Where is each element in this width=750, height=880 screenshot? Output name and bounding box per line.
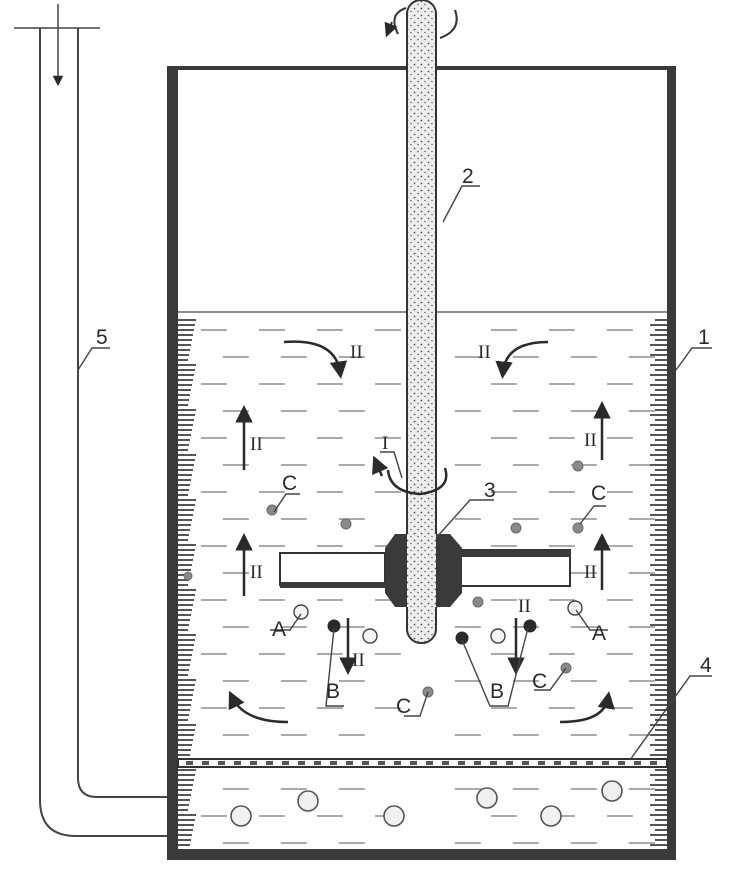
particle-c [266,504,278,516]
particle-label-a: A [592,622,606,645]
flow-label-secondary: II [584,430,597,451]
vertical-flow-arrows [235,401,611,675]
particle-label-c: C [591,482,606,505]
impeller-blade-left [279,552,386,586]
vessel-right-wall [667,68,676,860]
particle-g [476,787,498,809]
particle-a [293,604,309,620]
particle-label-b: B [490,680,504,703]
particle-c [510,522,522,534]
particle-label-c: C [282,472,297,495]
flow-label-secondary: II [250,434,263,455]
label-vessel: 1 [698,326,710,349]
flow-label-secondary: II [518,596,531,617]
label-shaft: 2 [462,165,474,188]
flow-label-secondary: II [350,342,363,363]
flow-label-secondary: II [478,342,491,363]
label-impeller: 3 [484,479,496,502]
particle-c [183,571,193,581]
particle-c [572,460,584,472]
particle-g [297,790,319,812]
impeller [279,534,571,607]
particle-c [472,596,484,608]
flow-label-secondary: II [250,562,263,583]
leader-lines [77,185,712,761]
distribution-grid [177,758,668,768]
particle-a [567,600,583,616]
flow-label-secondary: II [584,562,597,583]
vessel-bottom [167,849,676,860]
particle-label-c: C [396,695,411,718]
particle-label-c: C [532,670,547,693]
particle-c [340,518,352,530]
inlet-pipe [14,4,167,837]
particle-b [455,631,469,645]
particle-g [601,780,623,802]
particle-a [490,628,506,644]
label-pipe: 5 [96,326,108,349]
flow-label-primary: I [382,433,388,454]
particle-label-a: A [272,618,286,641]
label-grid: 4 [700,654,712,677]
particle-g [230,805,252,827]
particle-g [383,805,405,827]
particles [183,460,623,827]
particle-a [362,628,378,644]
flow-label-secondary: II [352,650,365,671]
particle-label-b: B [326,680,340,703]
particle-g [540,805,562,827]
particle-c [572,522,584,534]
flow-arrows [228,340,615,724]
shaft [406,0,437,644]
particle-b [523,619,537,633]
vessel-left-wall [167,68,178,860]
